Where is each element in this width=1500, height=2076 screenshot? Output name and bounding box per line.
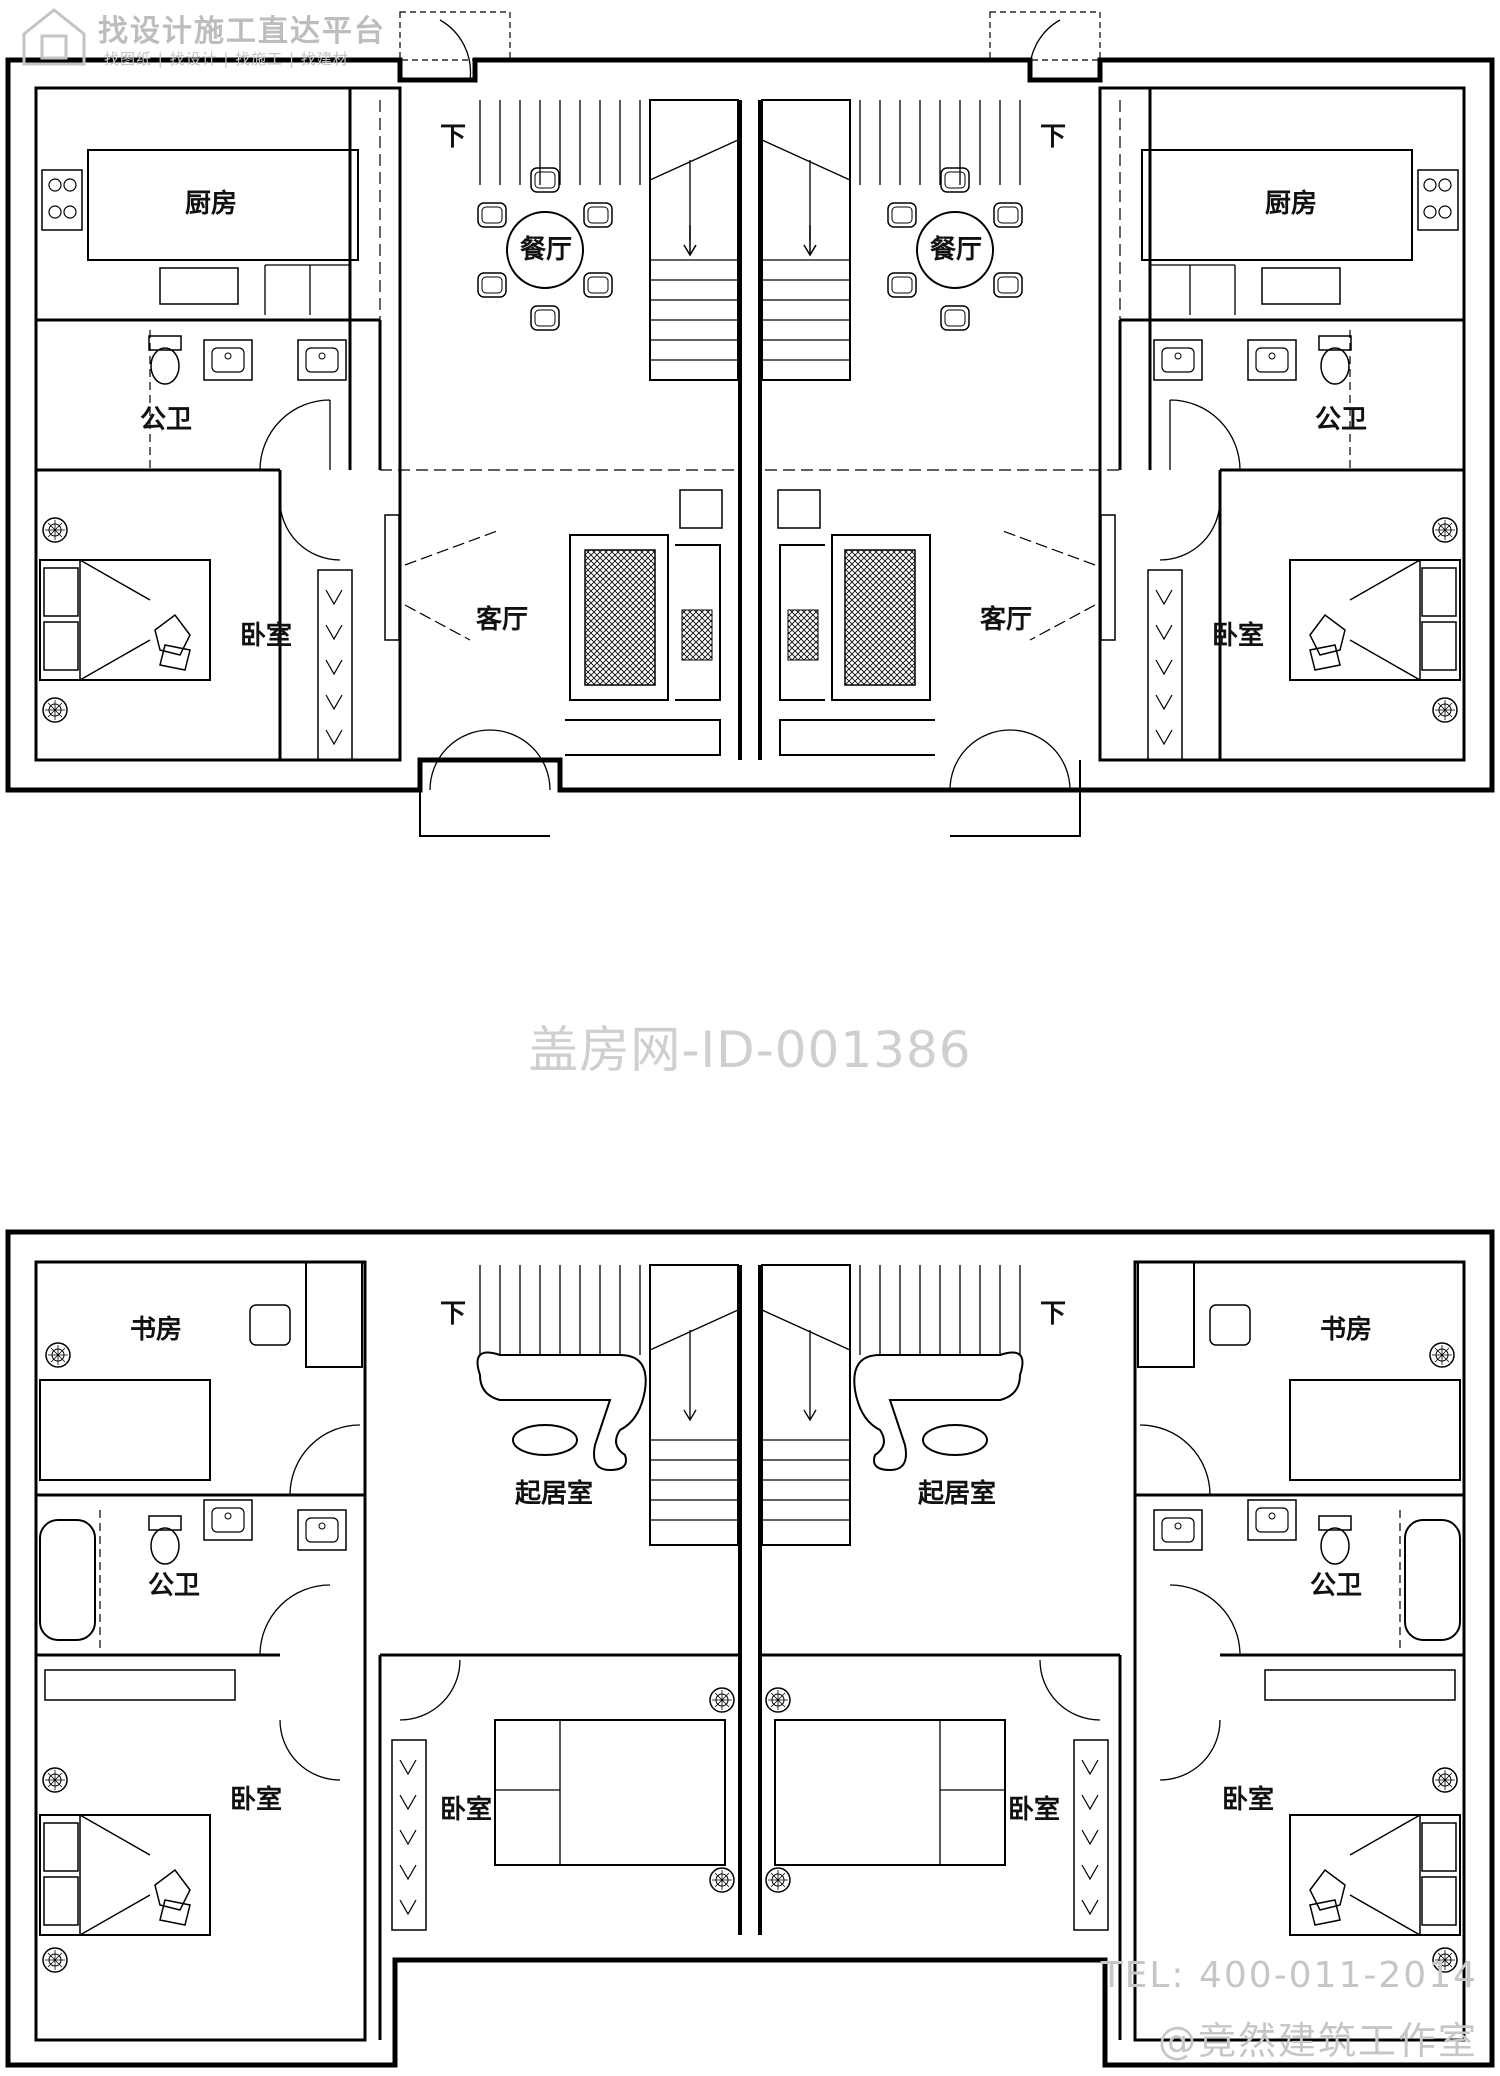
floor-1-right-dining-table	[887, 167, 1023, 331]
f1-right-kitchen-label: 厨房	[1265, 189, 1317, 219]
studio-watermark: @竟然建筑工作室	[1157, 2019, 1478, 2063]
floor-2-right-stair	[761, 1264, 1021, 1546]
floor-1-outer-wall	[5, 57, 1495, 793]
f2-right-study-label: 书房	[1320, 1315, 1372, 1345]
f1-right-bedroom-label: 卧室	[1212, 620, 1264, 651]
floor-1-party-wall	[738, 100, 762, 760]
design-id-watermark: 盖房网-ID-001386	[528, 1021, 972, 1079]
floor-1-right-stair	[761, 99, 1021, 381]
floor-2-left-stair	[479, 1264, 739, 1546]
floor-1-left-dining-table	[477, 167, 613, 331]
f2-left-study-label: 书房	[130, 1315, 182, 1345]
f2-left-family-room-label: 起居室	[515, 1478, 593, 1509]
floor-1-right-sofa-set	[777, 489, 1116, 756]
floor-2-plan	[5, 1229, 1495, 2068]
f2-right-bedroom-outer-label: 卧室	[1222, 1784, 1274, 1815]
f1-left-living-label: 客厅	[476, 604, 528, 635]
f2-left-stair-down-label: 下	[440, 1299, 466, 1329]
f1-right-dining-label: 餐厅	[930, 235, 982, 265]
floor-1-left-stair	[479, 99, 739, 381]
platform-title-watermark: 找设计施工直达平台	[98, 14, 386, 49]
f1-left-bedroom-label: 卧室	[240, 620, 292, 651]
f2-right-bath-label: 公卫	[1310, 1571, 1362, 1601]
platform-subtitle-watermark: 找图纸 | 找设计 | 找施工 | 找建材	[104, 50, 349, 68]
telephone-watermark: TEL: 400-011-2014	[1100, 1955, 1478, 1996]
floor-1-right-kitchen-counter	[1141, 149, 1459, 315]
floor-1-left-kitchen-counter	[41, 149, 359, 315]
f2-right-bedroom-inner-label: 卧室	[1008, 1794, 1060, 1825]
floor-2-outer-wall	[5, 1229, 1495, 2068]
f1-left-kitchen-label: 厨房	[185, 189, 237, 219]
floor-1-left-sofa-set	[384, 489, 723, 756]
f1-left-bath-label: 公卫	[140, 405, 192, 435]
platform-logo-icon	[22, 8, 86, 66]
f2-right-stair-down-label: 下	[1040, 1299, 1066, 1329]
f1-left-stair-down-label: 下	[440, 122, 466, 152]
f2-left-bath-label: 公卫	[148, 1571, 200, 1601]
f1-right-bath-label: 公卫	[1315, 405, 1367, 435]
f2-left-bedroom-inner-label: 卧室	[440, 1794, 492, 1825]
f1-left-dining-label: 餐厅	[520, 235, 572, 265]
f1-right-stair-down-label: 下	[1040, 122, 1066, 152]
f2-left-bedroom-outer-label: 卧室	[230, 1784, 282, 1815]
floor-1-plan	[5, 11, 1495, 837]
f1-right-living-label: 客厅	[980, 604, 1032, 635]
f2-right-family-room-label: 起居室	[918, 1478, 996, 1509]
